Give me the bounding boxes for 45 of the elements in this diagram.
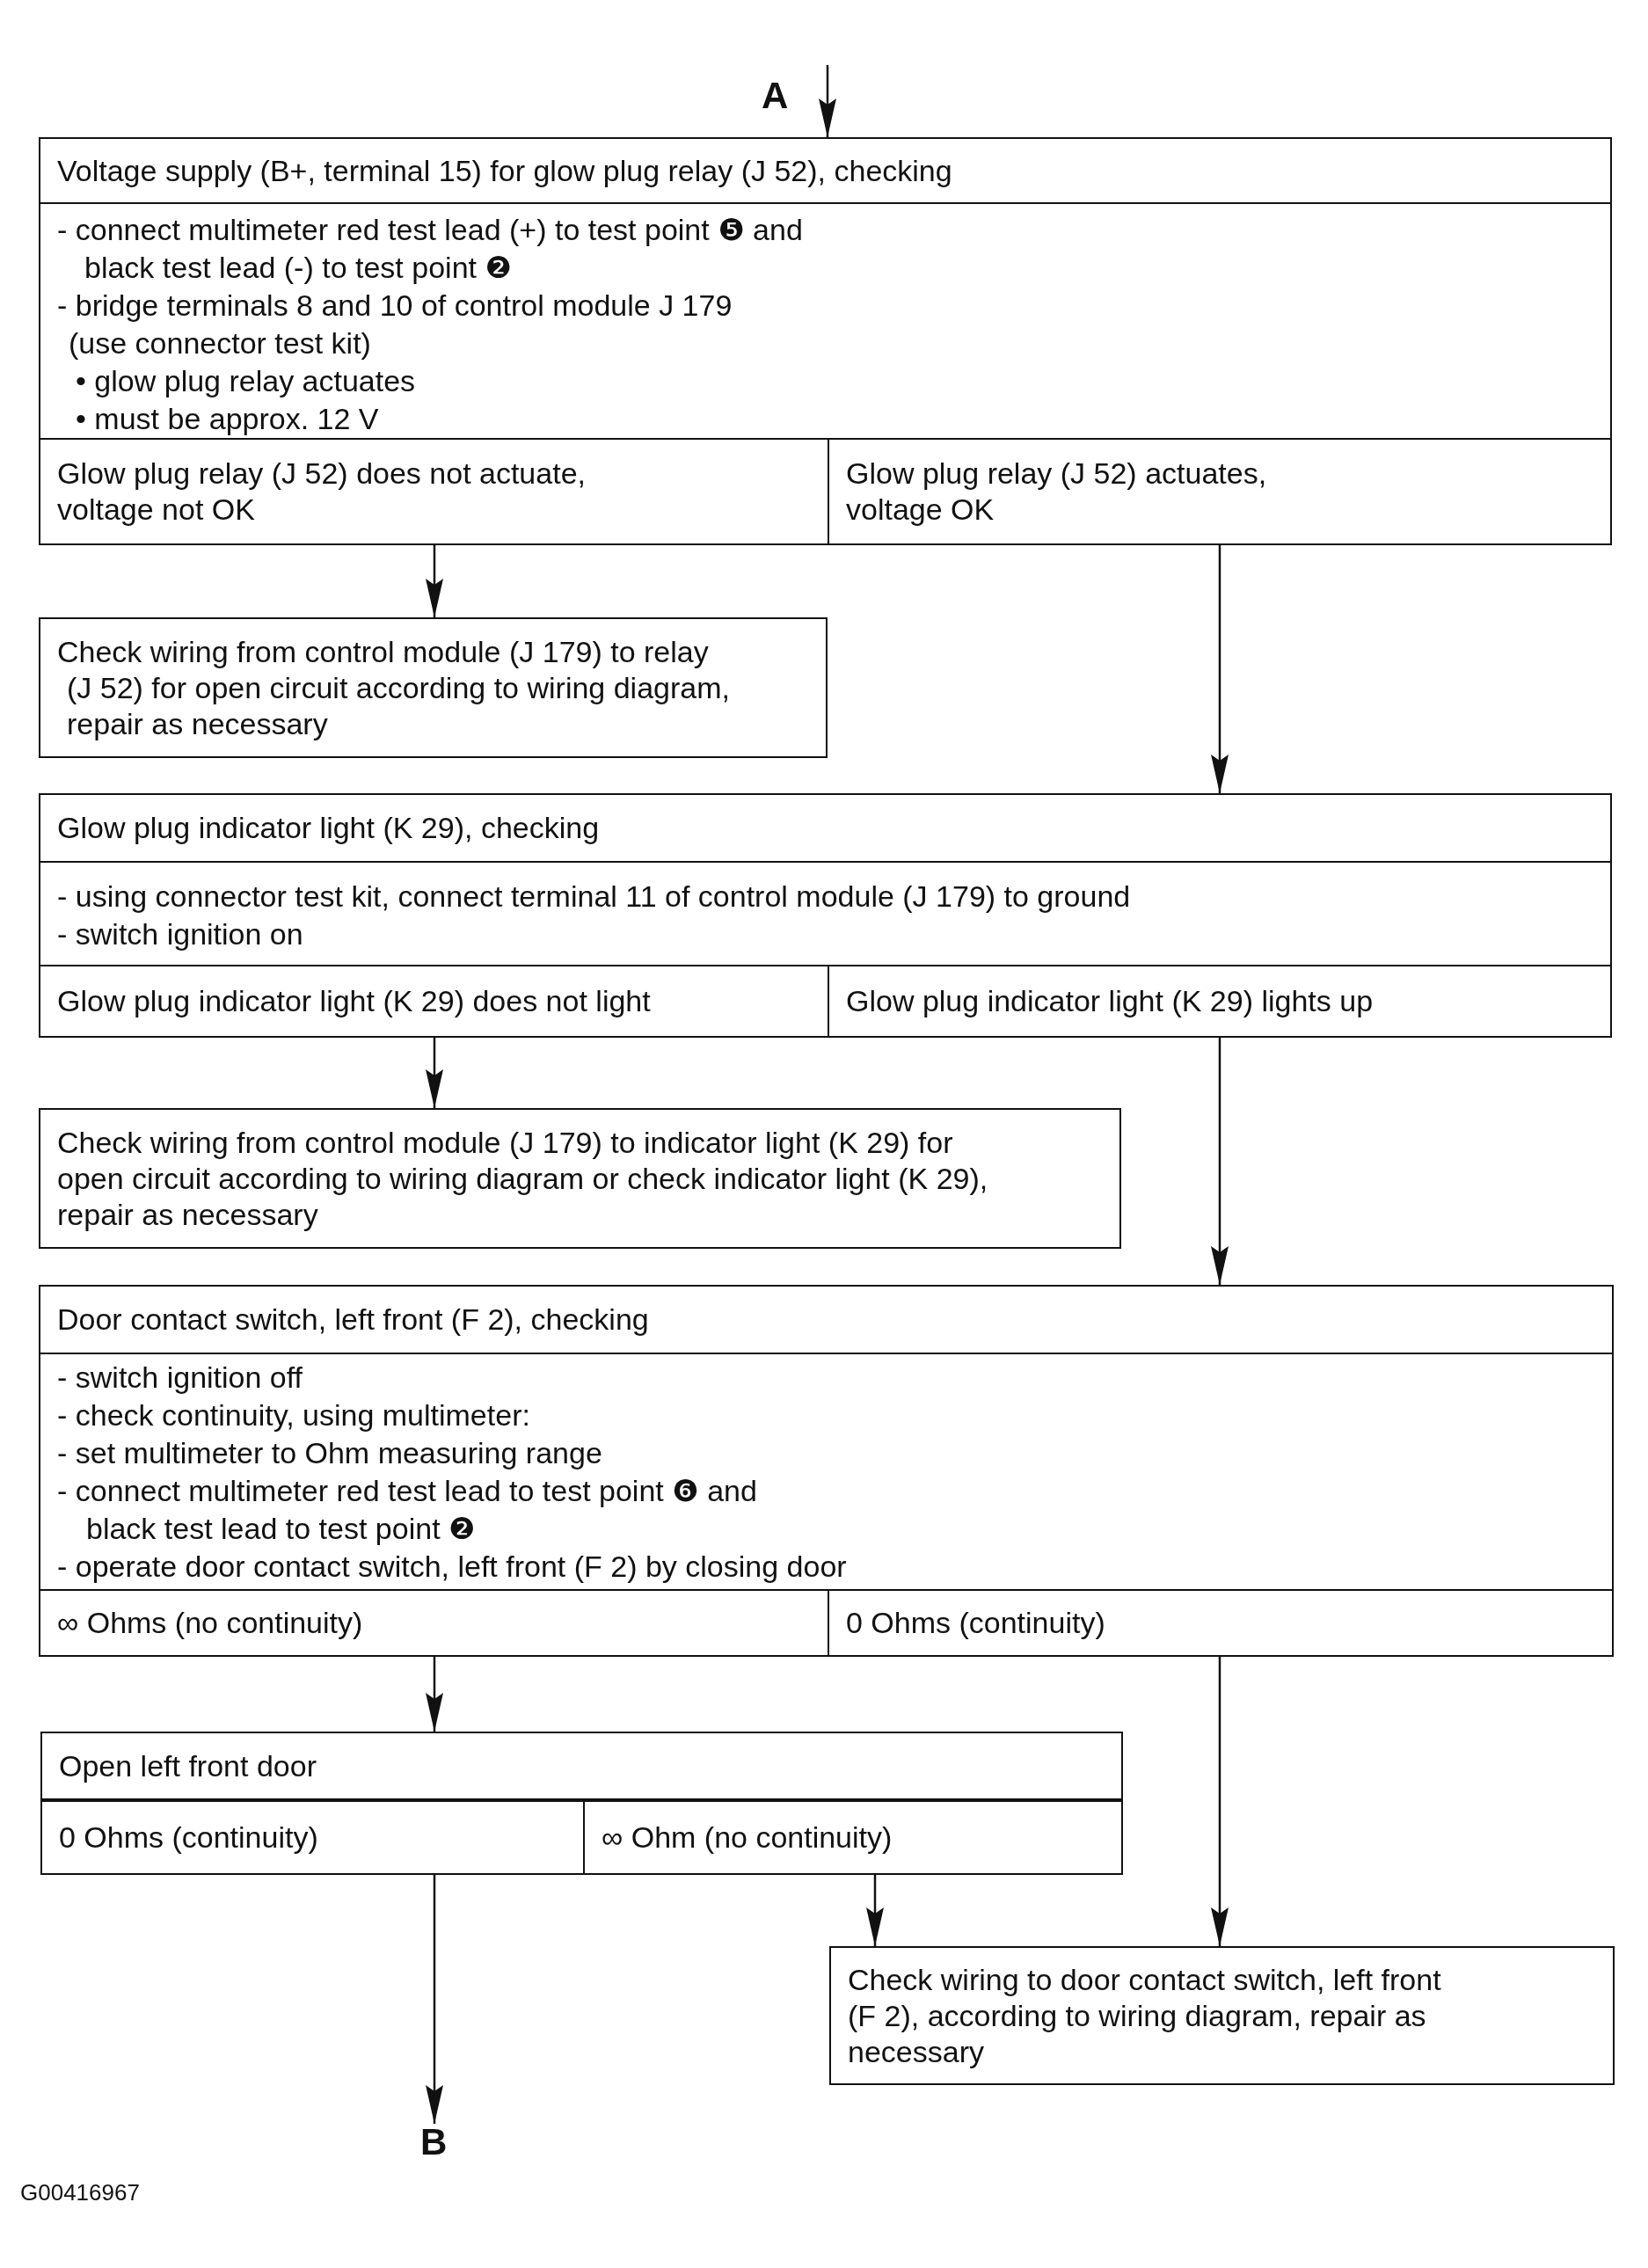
connector-letter: B xyxy=(420,2124,448,2161)
action-box xyxy=(39,1108,1121,1249)
step-heading: Voltage supply (B+, terminal 15) for glow plug relay (J 52), checking xyxy=(57,152,952,189)
result-text: Glow plug relay (J 52) actuates, voltage OK xyxy=(846,456,1268,528)
result-text: 0 Ohms (continuity) xyxy=(59,1820,318,1856)
instruction-text: - bridge terminals 8 and 10 of control module J 179 (use connector test kit) xyxy=(57,288,733,361)
action-text: Check wiring from control module (J 179) to relay (J 52) for open circuit according to wiring diagram, repair as necessary xyxy=(57,633,731,742)
result-text: 0 Ohms (continuity) xyxy=(846,1605,1105,1641)
instruction-text: • glow plug relay actuates xyxy=(76,363,416,399)
test-step-box xyxy=(39,793,1612,1038)
result-text: Glow plug relay (J 52) does not actuate, voltage not OK xyxy=(57,456,587,528)
flow-arrow xyxy=(426,1657,443,1732)
flow-arrow xyxy=(426,545,443,617)
instruction-text: - set multimeter to Ohm measuring range xyxy=(57,1435,602,1471)
flow-arrow xyxy=(1211,1038,1229,1285)
instruction-text: - connect multimeter red test lead to test point ❻ and black test lead to test point ❷ xyxy=(57,1473,758,1547)
flow-arrow xyxy=(1211,1657,1229,1946)
instruction-text: - connect multimeter red test lead (+) to test point ❺ and black test lead (-) to test point ❷ xyxy=(57,212,804,286)
instruction-text: • must be approx. 12 V xyxy=(76,401,379,437)
instruction-text: - using connector test kit, connect terminal 11 of control module (J 179) to ground xyxy=(57,879,1131,915)
result-text: Glow plug indicator light (K 29) does not light xyxy=(57,983,651,1019)
test-step-box xyxy=(39,137,1612,545)
result-text: ∞ Ohms (no continuity) xyxy=(57,1605,363,1641)
flow-arrow xyxy=(866,1875,884,1946)
instruction-text: - operate door contact switch, left front (F 2) by closing door xyxy=(57,1549,847,1585)
step-heading: Door contact switch, left front (F 2), checking xyxy=(57,1302,649,1338)
action-text: Check wiring from control module (J 179) to indicator light (K 29) for open circuit according to wiring diagram or check indicator light (K 29), repair as necessary xyxy=(57,1124,989,1233)
step-heading: Open left front door xyxy=(59,1747,317,1784)
test-step-box xyxy=(39,1285,1614,1657)
figure-id: G00416967 xyxy=(20,2181,140,2204)
flow-arrow xyxy=(819,65,836,137)
result-text: Glow plug indicator light (K 29) lights up xyxy=(846,983,1374,1019)
edge-label: A xyxy=(762,77,789,114)
instruction-text: - switch ignition on xyxy=(57,916,303,952)
action-box xyxy=(829,1946,1615,2085)
instruction-text: - check continuity, using multimeter: xyxy=(57,1397,530,1433)
result-text: ∞ Ohm (no continuity) xyxy=(602,1820,893,1856)
test-step-box xyxy=(40,1732,1123,1875)
flow-arrow xyxy=(1211,545,1229,793)
action-text: Check wiring to door contact switch, left front (F 2), according to wiring diagram, repair as necessary xyxy=(848,1961,1442,2070)
action-box xyxy=(39,617,828,758)
step-heading: Glow plug indicator light (K 29), checking xyxy=(57,810,600,846)
flow-arrow xyxy=(426,1875,443,2124)
instruction-text: - switch ignition off xyxy=(57,1360,303,1396)
flow-arrow xyxy=(426,1038,443,1108)
